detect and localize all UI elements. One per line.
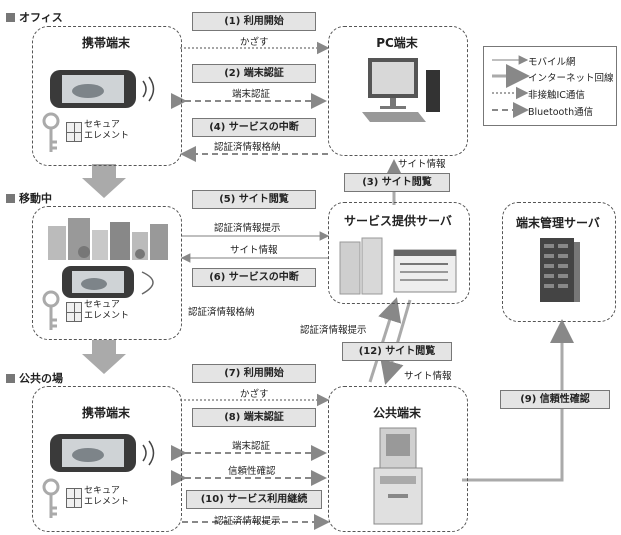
step-4: (4) サービスの中断 (192, 118, 316, 137)
service-server-title: サービス提供サーバ (344, 214, 452, 228)
pc-title: PC端末 (376, 36, 418, 50)
pc-box (328, 26, 468, 156)
office-mobile-box (32, 26, 182, 166)
server-with-webpage-icon (339, 237, 457, 295)
secure-element-chip-icon (66, 122, 82, 142)
label-terminal-auth: 端末認証 (232, 89, 271, 100)
step-2: (2) 端末認証 (192, 64, 316, 83)
desktop-pc-icon (362, 58, 440, 122)
office-mobile-title: 携帯端末 (81, 36, 130, 50)
step-5: (5) サイト閲覧 (192, 190, 316, 209)
public-mobile-box (32, 386, 182, 532)
secure-element-chip-icon (66, 488, 82, 508)
label-auth-info-stored: 認証済情報格納 (188, 307, 255, 318)
secure-element-label: セキュアエレメント (84, 120, 130, 141)
public-terminal-title: 公共端末 (372, 406, 421, 420)
label-auth-info-present: 認証済情報提示 (214, 516, 281, 527)
label-kazasu: かざす (240, 389, 269, 400)
step-10: (10) サービス利用継続 (186, 490, 322, 509)
step-1: (1) 利用開始 (192, 12, 316, 31)
label-auth-info-present: 認証済情報提示 (300, 325, 367, 336)
key-icon (42, 112, 60, 152)
label-auth-info-stored: 認証済情報格納 (214, 142, 281, 153)
smartphone-icon (50, 70, 155, 108)
label-kazasu: かざす (240, 37, 269, 48)
label-site-info: サイト情報 (404, 371, 452, 382)
service-server-box (328, 202, 470, 304)
terminal-server-title: 端末管理サーバ (516, 216, 600, 230)
label-site-info: サイト情報 (398, 159, 446, 170)
step-8: (8) 端末認証 (192, 408, 316, 427)
legend: モバイル網 インターネット回線 非接触IC通信 Bluetooth通信 (483, 46, 617, 126)
step-3: (3) サイト閲覧 (344, 173, 450, 192)
step-9: (9) 信頼性確認 (500, 390, 610, 409)
label-terminal-auth: 端末認証 (232, 441, 271, 452)
server-rack-icon (540, 238, 580, 302)
section-moving: 移動中 (6, 190, 52, 206)
section-office: オフィス (6, 9, 63, 25)
secure-element-label: セキュアエレメント (84, 300, 130, 321)
kiosk-terminal-icon (373, 427, 423, 525)
flow-down-arrow-2 (82, 340, 126, 374)
terminal-server-box (502, 202, 616, 322)
key-icon (42, 290, 60, 330)
city-buildings-icon (48, 218, 168, 260)
smartphone-icon (62, 266, 154, 298)
legend-nfc: 非接触IC通信 (528, 90, 585, 101)
label-trust-check: 信頼性確認 (228, 466, 276, 477)
secure-element-label: セキュアエレメント (84, 486, 130, 507)
legend-bluetooth: Bluetooth通信 (528, 107, 594, 118)
moving-mobile-box (32, 206, 182, 340)
section-public: 公共の場 (6, 370, 63, 386)
flow-down-arrow-1 (82, 164, 126, 198)
public-terminal-box (328, 386, 468, 532)
public-mobile-title: 携帯端末 (81, 406, 130, 420)
smartphone-icon (50, 434, 155, 472)
key-icon (42, 478, 60, 518)
label-site-info: サイト情報 (230, 245, 278, 256)
step-6: (6) サービスの中断 (192, 268, 316, 287)
label-auth-info-present: 認証済情報提示 (214, 223, 281, 234)
step-7: (7) 利用開始 (192, 364, 316, 383)
step-12: (12) サイト閲覧 (342, 342, 452, 361)
legend-internet-line: インターネット回線 (528, 73, 614, 84)
legend-mobile-network: モバイル網 (528, 57, 576, 68)
secure-element-chip-icon (66, 302, 82, 322)
